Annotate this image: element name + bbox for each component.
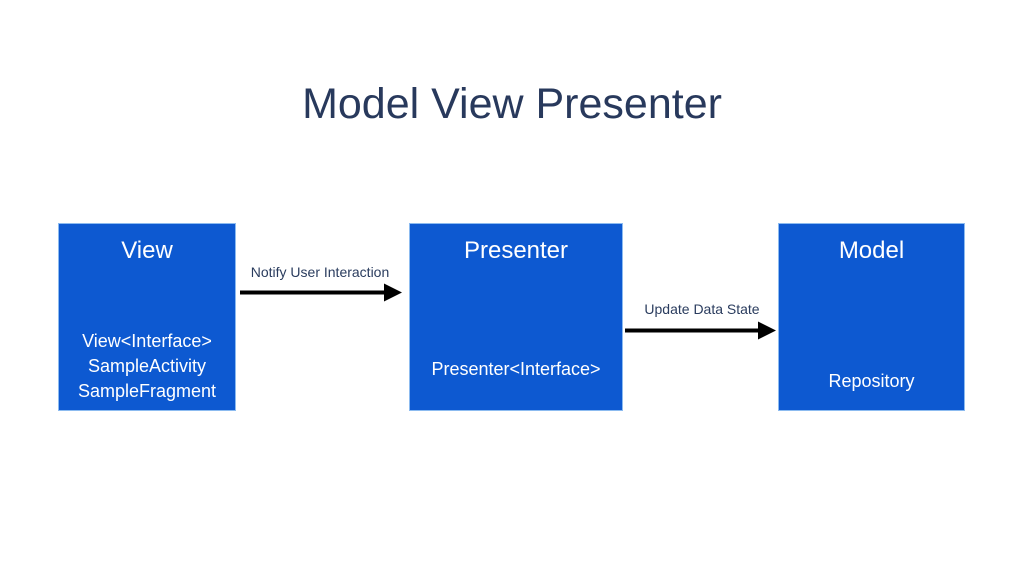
sample-fragment-label: SampleFragment xyxy=(77,381,217,401)
presenter-box-details: Presenter<Interface> xyxy=(410,357,622,382)
view-box-title: View xyxy=(121,237,173,264)
presenter-interface-label: Presenter<Interface> xyxy=(431,359,601,379)
view-box: View View<Interface> SampleActivity Samp… xyxy=(58,223,236,411)
notify-user-interaction-label: Notify User Interaction xyxy=(250,264,390,280)
slide-title: Model View Presenter xyxy=(302,80,722,128)
presenter-box: Presenter Presenter<Interface> xyxy=(409,223,623,411)
model-box: Model Repository xyxy=(778,223,965,411)
presenter-box-title: Presenter xyxy=(463,237,569,264)
view-to-presenter-arrow xyxy=(240,283,402,302)
model-box-title: Model xyxy=(838,237,905,264)
repository-label: Repository xyxy=(828,371,915,391)
presenter-to-model-arrow xyxy=(625,321,776,340)
sample-activity-label: SampleActivity xyxy=(87,356,207,376)
model-box-details: Repository xyxy=(779,369,964,394)
view-box-details: View<Interface> SampleActivity SampleFra… xyxy=(59,329,235,404)
view-interface-label: View<Interface> xyxy=(82,331,212,351)
update-data-state-label: Update Data State xyxy=(644,301,760,317)
